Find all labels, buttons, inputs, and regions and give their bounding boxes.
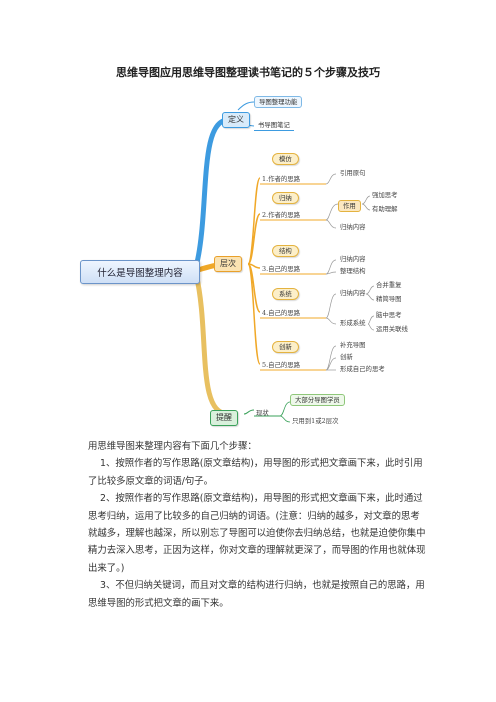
reminder-item-1: 现状 bbox=[256, 409, 269, 417]
reminder-node: 提醒 bbox=[210, 410, 238, 426]
step-4-item-3: 精简导图 bbox=[376, 295, 402, 303]
step-5-item-1: 补充导图 bbox=[340, 341, 366, 349]
step-2-label: 2.作者的思路 bbox=[262, 211, 301, 219]
paragraph-step-3: 3、不但归纳关键词，而且对文章的结构进行归纳，也就是按照自己的思路，用思维导图的… bbox=[88, 580, 425, 609]
step-2-tag: 归纳 bbox=[272, 192, 299, 205]
step-4-item-5: 脑中思考 bbox=[376, 311, 402, 319]
step-4-item-2: 合并重复 bbox=[376, 281, 402, 289]
reminder-item-3: 只用到1或2层次 bbox=[292, 417, 339, 425]
step-1-tag: 模仿 bbox=[272, 153, 299, 166]
step-1-item-1: 引用原句 bbox=[340, 169, 366, 177]
step-5-label: 5.自己的思路 bbox=[262, 361, 301, 369]
definition-item-2: 书导图笔记 bbox=[254, 120, 294, 132]
step-4-item-6: 运用关联线 bbox=[376, 325, 408, 333]
step-3-label: 3.自己的思路 bbox=[262, 265, 301, 273]
step-2-item-3: 有助理解 bbox=[372, 205, 398, 213]
article-body: 用思维导图来整理内容有下面几个步骤： 1、按照作者的写作思路(原文章结构)，用导… bbox=[88, 438, 428, 612]
step-3-item-1: 归纳内容 bbox=[340, 255, 366, 263]
central-node: 什么是导图整理内容 bbox=[80, 260, 200, 284]
step-4-item-1: 归纳内容 bbox=[340, 289, 366, 297]
paragraph-intro: 用思维导图来整理内容有下面几个步骤： bbox=[88, 441, 257, 452]
step-4-tag: 系统 bbox=[272, 288, 299, 301]
reminder-item-2: 大部分导图学员 bbox=[290, 394, 345, 407]
step-2-item-4: 归纳内容 bbox=[340, 223, 366, 231]
paragraph-step-1: 1、按照作者的写作思路(原文章结构)，用导图的形式把文章画下来，此时引用了比较多… bbox=[88, 458, 423, 487]
step-5-item-3: 形成自己的思考 bbox=[340, 365, 385, 373]
page-title: 思维导图应用思维导图整理读书笔记的５个步骤及技巧 bbox=[116, 66, 380, 79]
step-5-tag: 创新 bbox=[272, 341, 299, 354]
step-3-tag: 结构 bbox=[272, 245, 299, 258]
definition-item-1: 导图整理功能 bbox=[254, 96, 303, 109]
mind-map-branches bbox=[193, 101, 375, 423]
levels-node: 层次 bbox=[214, 256, 242, 272]
mind-map: 什么是导图整理内容 定义 导图整理功能 书导图笔记 层次 模仿 1.作者的思路 … bbox=[78, 92, 418, 430]
step-1-label: 1.作者的思路 bbox=[262, 175, 301, 183]
step-2-item-2: 强加思考 bbox=[372, 191, 398, 199]
step-4-item-4: 形成系统 bbox=[340, 319, 366, 327]
step-4-label: 4.自己的思路 bbox=[262, 309, 301, 317]
step-5-item-2: 创新 bbox=[340, 353, 353, 361]
paragraph-step-2: 2、按照作者的写作思路(原文章结构)，用导图的形式把文章画下来，此时通过思考归纳… bbox=[88, 493, 426, 574]
definition-node: 定义 bbox=[222, 112, 250, 128]
step-2-item-1: 作用 bbox=[338, 200, 361, 213]
step-3-item-2: 整理结构 bbox=[340, 267, 366, 275]
